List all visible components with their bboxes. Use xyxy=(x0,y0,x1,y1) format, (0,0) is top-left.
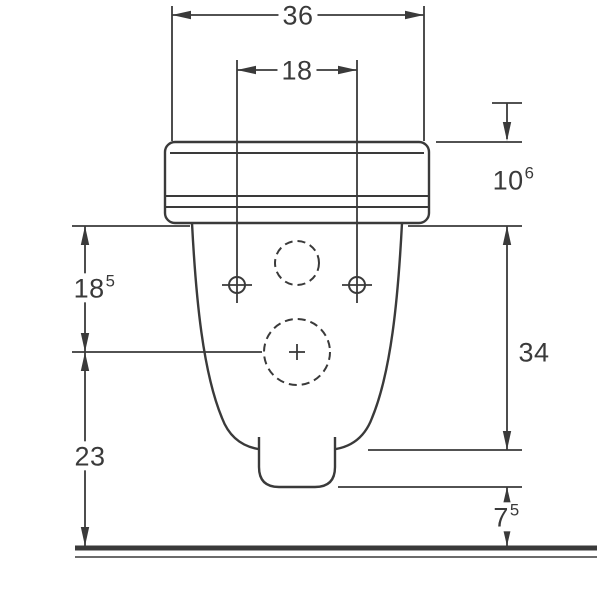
dim-superscript: 5 xyxy=(509,500,520,520)
dimension-bolt-spacing-graphics xyxy=(236,60,358,303)
arrow-up-icon xyxy=(80,352,90,371)
outlet-pipe xyxy=(257,437,337,489)
water-inlet-circle xyxy=(274,240,320,286)
toilet-bowl xyxy=(190,222,404,452)
dim-label-rim-to-drain-axis: 185 xyxy=(69,271,119,304)
dim-value: 36 xyxy=(282,0,314,31)
arrow-down-icon xyxy=(80,527,90,546)
arrow-down-icon xyxy=(502,528,512,546)
arrow-left-icon xyxy=(237,65,256,75)
bolt-hole-left xyxy=(222,276,252,294)
dim-value: 34 xyxy=(518,337,550,368)
dim-label-bolt-spacing: 18 xyxy=(277,55,317,86)
dim-label-seat-section-height: 106 xyxy=(488,163,538,196)
dim-superscript: 6 xyxy=(524,163,535,183)
arrow-up-icon xyxy=(502,226,512,245)
drain-circle xyxy=(263,318,331,386)
arrow-down-icon xyxy=(502,122,512,141)
arrow-up-icon xyxy=(80,226,90,245)
arrow-up-icon xyxy=(502,487,512,505)
arrow-right-icon xyxy=(405,10,424,20)
dim-value: 7 xyxy=(493,502,509,533)
bolt-hole-right xyxy=(342,276,372,294)
floor xyxy=(75,545,597,558)
dim-value: 18 xyxy=(73,273,105,304)
arrow-down-icon xyxy=(80,333,90,352)
dim-label-body-height: 34 xyxy=(514,337,554,368)
seat-outline xyxy=(163,140,431,225)
dim-value: 18 xyxy=(281,55,313,86)
dim-label-outlet-bottom-to-floor: 75 xyxy=(489,500,523,533)
dimension-left-chain-graphics xyxy=(72,225,262,546)
dim-value: 23 xyxy=(74,441,106,472)
dim-label-overall-width: 36 xyxy=(278,0,318,31)
dim-value: 10 xyxy=(492,165,524,196)
dimension-right-chain-graphics xyxy=(338,102,522,546)
toilet-seat xyxy=(163,140,431,225)
drain-outlet xyxy=(263,318,331,386)
arrow-left-icon xyxy=(172,10,191,20)
dim-superscript: 5 xyxy=(105,271,116,291)
arrow-right-icon xyxy=(338,65,357,75)
arrow-down-icon xyxy=(502,431,512,450)
dim-label-drain-axis-to-floor: 23 xyxy=(70,441,110,472)
